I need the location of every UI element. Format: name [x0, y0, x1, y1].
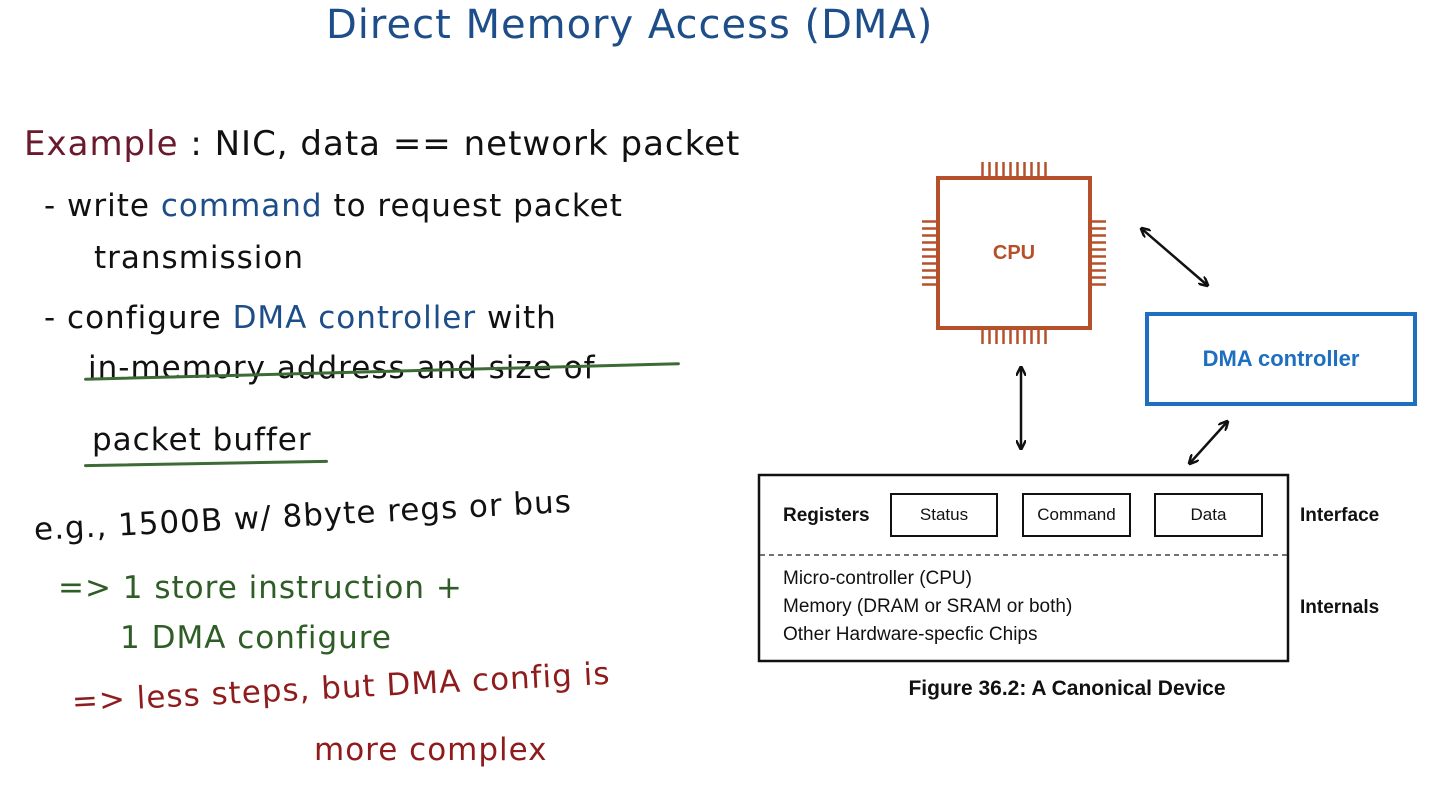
register-status-box [890, 493, 998, 537]
bullet-keyword-dma-controller: DMA controller [232, 300, 477, 336]
bullet-text-pre: configure [67, 300, 222, 336]
example-colon: : [190, 124, 203, 164]
bullet-dash: - [44, 188, 57, 224]
internals-label: Internals [1300, 597, 1380, 618]
example-text: NIC, data == network packet [214, 124, 741, 164]
bullet-command-continued: transmission [94, 240, 305, 276]
bullet-keyword-command: command [160, 188, 323, 224]
cpu-pins [922, 162, 1106, 344]
example-line: Example : NIC, data == network packet [24, 124, 740, 164]
bullet-dma-line3: packet buffer [92, 422, 312, 458]
dma-controller-box [1145, 312, 1417, 406]
cpu-label: CPU [992, 242, 1036, 264]
example-label: Example [24, 124, 179, 164]
bullet-text-post: to request packet [333, 188, 623, 224]
bullet-text-post: with [487, 300, 557, 336]
internals-item: Memory (DRAM or SRAM or both) [783, 596, 1073, 617]
bullet-dma: - configure DMA controller with [44, 300, 557, 336]
register-data-box [1154, 493, 1263, 537]
bullet-text-pre: write [67, 188, 150, 224]
result-1-line2: 1 DMA configure [120, 620, 392, 656]
interface-label: Interface [1300, 505, 1380, 526]
figure-caption: Figure 36.2: A Canonical Device [908, 677, 1226, 700]
bullet-dash: - [44, 300, 57, 336]
cpu-dma-arrow [1142, 229, 1207, 285]
result-1-line1: => 1 store instruction + [58, 570, 463, 606]
dma-device-arrow [1190, 422, 1227, 463]
result-2-line2: more complex [314, 732, 548, 768]
register-command-label: Command [1037, 505, 1116, 524]
dma-controller-label: DMA controller [1202, 346, 1360, 371]
register-command-box [1022, 493, 1131, 537]
internals-item: Micro-controller (CPU) [783, 568, 972, 589]
register-status-label: Status [919, 505, 969, 524]
bullet-command: - write command to request packet [44, 188, 623, 224]
registers-label: Registers [783, 505, 870, 526]
page-title: Direct Memory Access (DMA) [326, 2, 934, 48]
register-data-label: Data [1190, 505, 1227, 524]
internals-item: Other Hardware-specfic Chips [783, 624, 1038, 645]
cpu-chip [922, 162, 1106, 344]
